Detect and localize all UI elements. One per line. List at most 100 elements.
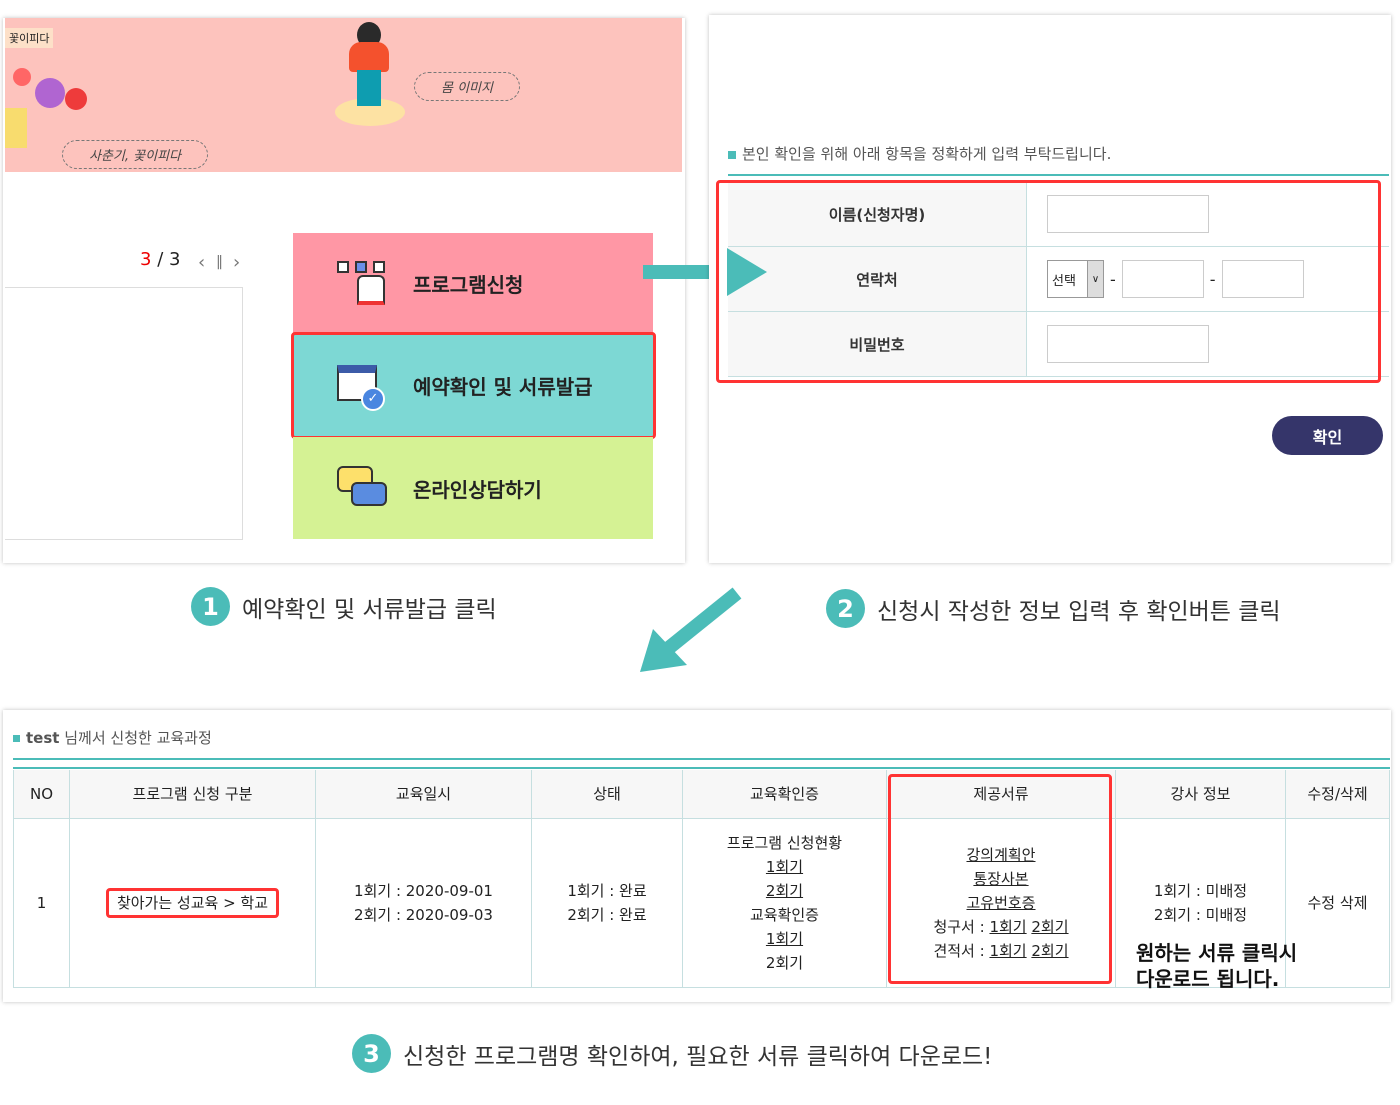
confirm-button[interactable]: 확인	[1272, 416, 1383, 455]
table-row: 1 찾아가는 성교육 > 학교 1회기 : 2020-09-01 2회기 : 20…	[13, 817, 1390, 988]
quote-link-2[interactable]: 2회기	[1031, 941, 1069, 960]
password-input[interactable]	[1047, 325, 1209, 363]
col-no: NO	[13, 770, 70, 819]
step-number: 1	[191, 587, 230, 626]
banner: 꽃이피다 사춘기, 꽃이피다 몸 이미지	[5, 18, 682, 172]
menu-program-apply[interactable]: 프로그램신청	[293, 233, 653, 333]
status-2: 2회기 : 완료	[567, 905, 647, 924]
col-program: 프로그램 신청 구분	[69, 770, 316, 819]
girl-illustration	[335, 18, 415, 128]
instruction-text: 본인 확인을 위해 아래 항목을 정확하게 입력 부탁드립니다.	[728, 143, 1111, 164]
name-input[interactable]	[1047, 195, 1209, 233]
arrow-down-left-icon	[640, 587, 742, 672]
date-2: 2회기 : 2020-09-03	[354, 905, 493, 924]
form-row-password: 비밀번호	[728, 312, 1389, 377]
user-name: test	[26, 729, 60, 747]
course-title: test 님께서 신청한 교육과정	[13, 727, 212, 748]
row-cert: 프로그램 신청현황 1회기 2회기 교육확인증 1회기 2회기	[682, 817, 887, 988]
menu-reservation-check[interactable]: ✓ 예약확인 및 서류발급	[293, 333, 653, 437]
dash: -	[1209, 269, 1216, 289]
apply-link-1[interactable]: 1회기	[765, 857, 804, 876]
quote-link-1[interactable]: 1회기	[989, 941, 1027, 960]
form-row-name: 이름(신청자명)	[728, 182, 1389, 247]
phone-label: 연락처	[728, 247, 1027, 311]
menu-label: 온라인상담하기	[413, 477, 542, 502]
step-2: 2 신청시 작성한 정보 입력 후 확인버튼 클릭	[826, 589, 1281, 628]
highlight-box	[716, 180, 1381, 383]
note-line-1: 원하는 서류 클릭시	[1136, 941, 1298, 965]
banner-tag: 꽃이피다	[5, 28, 54, 48]
cert-label: 교육확인증	[749, 905, 819, 924]
apply-status-label: 프로그램 신청현황	[726, 833, 843, 852]
row-instructor: 1회기 : 미배정 2회기 : 미배정	[1115, 817, 1286, 988]
invoice-link-1[interactable]: 1회기	[989, 917, 1027, 936]
instructor-2: 2회기 : 미배정	[1153, 905, 1248, 924]
step-text: 신청한 프로그램명 확인하여, 필요한 서류 클릭하여 다운로드!	[403, 1043, 993, 1070]
banner-pill-right: 몸 이미지	[414, 72, 520, 101]
page-current: 3	[140, 249, 152, 270]
invoice-link-2[interactable]: 2회기	[1031, 917, 1069, 936]
highlight-box	[291, 332, 656, 439]
cert-link-1[interactable]: 1회기	[765, 929, 804, 948]
apply-link-2[interactable]: 2회기	[765, 881, 804, 900]
chat-bubble-icon	[337, 464, 389, 512]
phone-middle-input[interactable]	[1121, 260, 1204, 298]
lecture-plan-link[interactable]: 강의계획안	[966, 845, 1036, 864]
status-1: 1회기 : 완료	[567, 881, 647, 900]
prev-icon[interactable]: ‹	[198, 252, 206, 273]
instructor-1: 1회기 : 미배정	[1153, 881, 1248, 900]
form-row-phone: 연락처 선택 ∨ - -	[728, 247, 1389, 312]
page-separator: /	[157, 249, 164, 270]
phone-prefix-select[interactable]: 선택 ∨	[1047, 260, 1104, 298]
row-status: 1회기 : 완료 2회기 : 완료	[531, 817, 683, 988]
password-label: 비밀번호	[728, 312, 1027, 376]
menu-label: 예약확인 및 서류발급	[413, 374, 593, 399]
menu-online-counsel[interactable]: 온라인상담하기	[293, 437, 653, 539]
checkbox-hand-icon	[337, 259, 389, 307]
dash: -	[1110, 269, 1116, 289]
row-edit: 수정 삭제	[1285, 817, 1390, 988]
phone-last-input[interactable]	[1221, 260, 1304, 298]
edit-link[interactable]: 수정	[1307, 893, 1336, 912]
download-note: 원하는 서류 클릭시 다운로드 됩니다.	[1136, 940, 1297, 992]
banner-pill-left: 사춘기, 꽃이피다	[62, 140, 208, 169]
step-1: 1 예약확인 및 서류발급 클릭	[191, 587, 497, 626]
table-header: NO 프로그램 신청 구분 교육일시 상태 교육확인증 제공서류 강사 정보 수…	[13, 770, 1390, 819]
next-icon[interactable]: ›	[233, 252, 241, 273]
step-number: 3	[352, 1034, 391, 1073]
col-date: 교육일시	[315, 770, 532, 819]
bankbook-link[interactable]: 통장사본	[973, 869, 1029, 888]
highlight-box	[888, 774, 1112, 984]
pause-icon[interactable]: ‖	[216, 254, 223, 270]
step-text: 예약확인 및 서류발급 클릭	[242, 596, 497, 623]
course-table: NO 프로그램 신청 구분 교육일시 상태 교육확인증 제공서류 강사 정보 수…	[13, 770, 1390, 988]
row-no: 1	[13, 817, 70, 988]
step-number: 2	[826, 589, 865, 628]
row-program: 찾아가는 성교육 > 학교	[69, 817, 316, 988]
step-3: 3 신청한 프로그램명 확인하여, 필요한 서류 클릭하여 다운로드!	[352, 1034, 992, 1073]
date-1: 1회기 : 2020-09-01	[354, 881, 493, 900]
col-edit: 수정/삭제	[1285, 770, 1390, 819]
chevron-down-icon: ∨	[1087, 261, 1103, 297]
delete-link[interactable]: 삭제	[1339, 893, 1368, 912]
instruction-label: 본인 확인을 위해 아래 항목을 정확하게 입력 부탁드립니다.	[742, 145, 1112, 163]
cert-link-2[interactable]: 2회기	[765, 953, 804, 972]
note-line-2: 다운로드 됩니다.	[1136, 967, 1280, 991]
menu-label: 프로그램신청	[413, 272, 524, 297]
invoice-label: 청구서 :	[933, 917, 985, 936]
divider	[13, 767, 1390, 769]
col-instructor: 강사 정보	[1115, 770, 1286, 819]
step-text: 신청시 작성한 정보 입력 후 확인버튼 클릭	[877, 598, 1281, 625]
title-text: 님께서 신청한 교육과정	[64, 729, 212, 747]
page-total: 3	[169, 249, 181, 270]
arrow-right-head	[727, 248, 767, 296]
flower-illustration: 꽃이피다	[5, 28, 95, 168]
id-number-link[interactable]: 고유번호증	[966, 893, 1036, 912]
col-docs: 제공서류	[886, 770, 1116, 819]
divider	[13, 758, 1390, 760]
divider	[728, 174, 1389, 176]
quote-label: 견적서 :	[933, 941, 985, 960]
row-docs: 강의계획안 통장사본 고유번호증 청구서 : 1회기 2회기 견적서 : 1회기…	[886, 817, 1116, 988]
name-label: 이름(신청자명)	[728, 182, 1027, 246]
slide-box	[5, 287, 243, 540]
